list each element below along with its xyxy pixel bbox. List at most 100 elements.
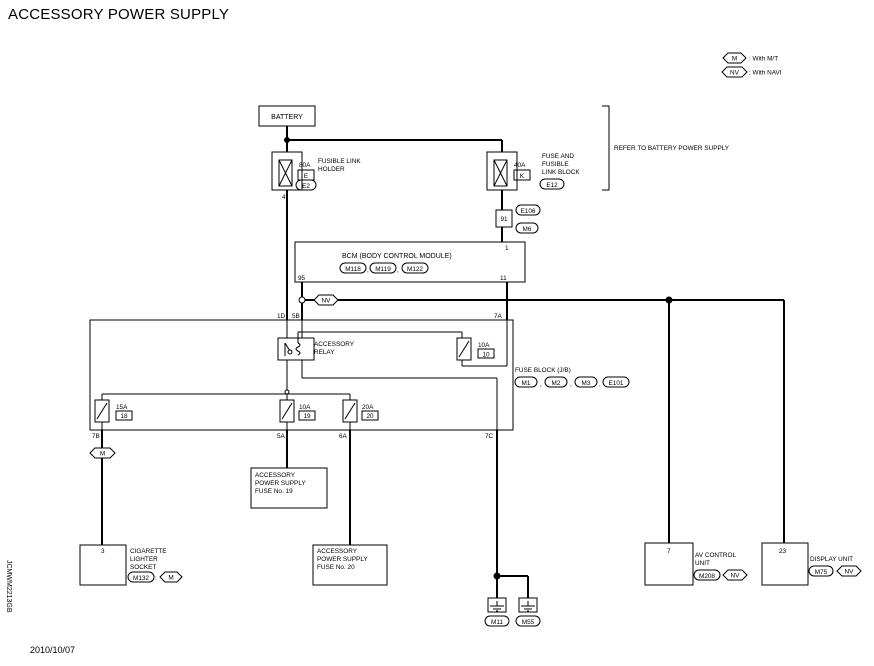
mt-tag-hex [89,447,116,459]
bcm-connector-1: M118 [345,266,361,273]
jb-sep-2: , [570,381,572,388]
accessory-relay [277,337,315,361]
legend-nv-text: : With NAVI [749,70,782,77]
fuse-top-amp: 10A [478,342,490,349]
connector-m118 [339,262,367,274]
fuse-top-num: 10 [482,352,490,359]
joint-connector [495,209,513,228]
display-sep: : [832,569,834,576]
connector-m75 [808,565,834,577]
ground-symbol-m11 [487,597,507,613]
cig-line1: CIGARETTE [130,548,167,555]
jb-sep-1: , [540,381,542,388]
jb-pin-6a: 6A [339,433,348,440]
fuse-link-amp: 40A [514,162,526,169]
fusible-name-2: HOLDER [318,166,345,173]
av-tag: NV [731,573,741,580]
display-pin: 23 [779,548,787,555]
jb-pin-5b: 5B [292,313,300,320]
ground-m11-label: M11 [491,619,503,626]
fuse-link-connector: E12 [546,182,558,189]
cig-line3: SOCKET [130,564,156,571]
battery-ref-bracket [602,105,610,191]
jb-pin-7a: 7A [494,313,503,320]
cig-pin: 3 [101,548,105,555]
cig-line2: LIGHTER [130,556,158,563]
battery-ref-note: REFER TO BATTERY POWER SUPPLY [614,145,730,152]
cig-socket-box [79,544,127,586]
av-nv-hex [722,569,748,581]
fuse-block-name: FUSE BLOCK (J/B) [515,367,571,374]
jb-pin-1d: 1D [277,313,286,320]
bcm-pin-left: 95 [298,275,306,282]
acc-fuse20-line2: POWER SUPPLY [317,556,368,563]
bcm-95-hollow-junction [298,296,306,304]
bcm-sep-2: , [397,267,399,274]
acc-fuse19-box [250,467,328,509]
connector-e101 [602,376,630,388]
av-pin: 7 [667,548,671,555]
fuse-10a-top [456,337,472,361]
joint-connector-top: E106 [521,208,536,215]
fusible-letter: E [304,173,308,180]
acc-fuse19-line3: FUSE No. 19 [255,488,293,495]
acc-fuse19-line1: ACCESSORY [255,472,296,479]
bcm-box [294,241,526,283]
connector-m132 [127,571,155,583]
cig-tag: M [168,575,173,582]
jb-connector-m2: M2 [552,380,561,387]
fuse-10a-amp: 10A [299,404,311,411]
legend-nv-hex [721,66,748,78]
fuse-link-letter-box [513,169,531,181]
av-connector: M208 [699,573,715,580]
relay-label-2: RELAY [314,349,335,356]
jb-pin-5a: 5A [277,433,286,440]
connector-e106 [515,204,541,216]
bcm-connector-2: M119 [375,266,391,273]
connector-m11 [484,615,510,627]
fusible-pin: 4 [282,194,286,201]
connector-m55 [515,615,541,627]
page-title: ACCESSORY POWER SUPPLY [8,6,230,23]
battery-label: BATTERY [271,114,303,121]
bcm-pin-right: 11 [500,275,507,282]
fuse-link-letter: K [520,173,525,180]
fuse-10a-num: 19 [303,413,311,420]
jb-connector-m1: M1 [522,380,531,387]
fuse-link-name-3: LINK BLOCK [542,169,580,176]
fuse-20a-num: 20 [366,413,374,420]
jb-pin-7c: 7C [485,433,494,440]
ground-m55-label: M55 [522,619,535,626]
bcm-sep-1: , [367,267,369,274]
acc-fuse20-line1: ACCESSORY [317,548,358,555]
fusible-amp: 80A [299,162,311,169]
mt-tag: M [100,451,105,458]
connector-m122 [401,262,429,274]
display-nv-hex [836,565,862,577]
connector-m119 [369,262,397,274]
legend-mt-text: : With M/T [749,56,778,63]
ground-symbol-m55 [518,597,538,613]
av-line1: AV CONTROL [695,552,737,559]
fuse-20a-amp: 20A [362,404,374,411]
relay-label-1: ACCESSORY [314,341,355,348]
connector-m208 [693,569,721,581]
joint-pin: 91 [500,216,508,223]
bcm-title: BCM (BODY CONTROL MODULE) [342,253,452,260]
bcm-pin-top: 1 [505,245,509,252]
nv-tag: NV [322,298,332,305]
cig-sep: : [155,575,157,582]
legend-mt-code: M [732,56,737,63]
connector-m1 [514,376,538,388]
fusible-name-1: FUSIBLE LINK [318,158,361,165]
document-date: 2010/10/07 [30,645,76,655]
fuse-link-name-2: FUSIBLE [542,161,569,168]
av-line2: UNIT [695,560,710,567]
fuse-15a-num: 18 [120,413,128,420]
connector-e12 [539,178,565,190]
acc-fuse20-box [312,544,388,586]
connector-m2 [544,376,568,388]
av-sep: : [719,573,721,580]
jb-connector-e101: E101 [609,380,624,387]
